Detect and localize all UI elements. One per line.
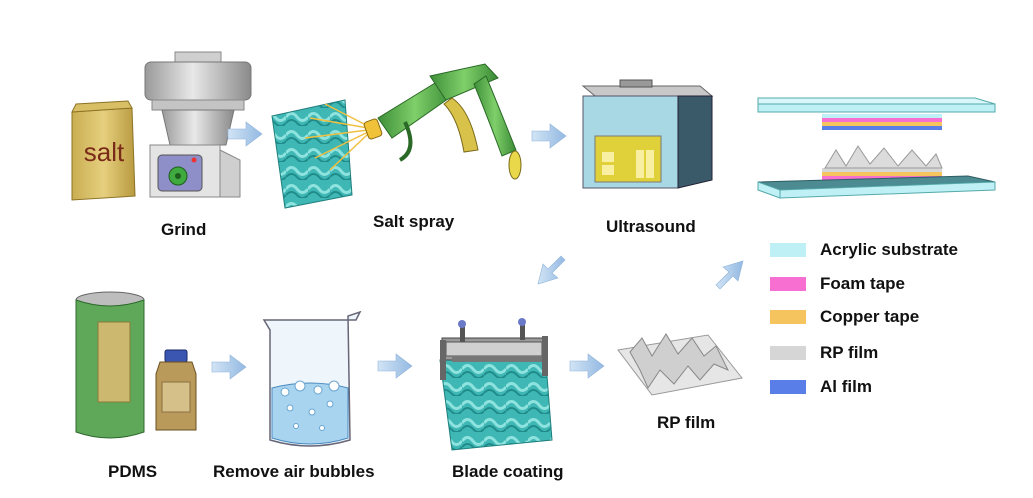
spray-gun-illustration — [363, 63, 522, 180]
arrow-beaker-to-blade — [377, 353, 413, 379]
legend-label: Copper tape — [820, 307, 920, 326]
arrow-spray-to-ultrasound — [531, 123, 567, 149]
legend-swatch — [770, 243, 806, 257]
label-salt-spray: Salt spray — [373, 212, 455, 231]
arrow-blade-to-rpfilm — [569, 353, 605, 379]
arrow-rpfilm-to-device — [715, 260, 744, 290]
air-bubbles — [280, 380, 340, 431]
label-remove-air-bubbles: Remove air bubbles — [213, 462, 375, 481]
legend-item-acrylic-substrate: Acrylic substrate — [770, 240, 958, 260]
rp-film-illustration — [617, 333, 743, 396]
label-blade-coating: Blade coating — [452, 462, 564, 481]
blade-coater-illustration — [439, 318, 553, 451]
flow-arrows — [211, 121, 744, 380]
label-grind: Grind — [161, 220, 207, 239]
arrow-ultrasound-to-blade — [537, 255, 566, 285]
legend-item-copper-tape: Copper tape — [770, 307, 919, 327]
sprayed-surface-illustration — [271, 99, 353, 209]
legend-label: Al film — [820, 377, 872, 396]
label-pdms: PDMS — [108, 462, 158, 481]
legend-item-rp-film: RP film — [770, 343, 878, 363]
ultrasound-bath-illustration — [581, 79, 714, 189]
legend-swatch — [770, 380, 806, 394]
legend-label: Foam tape — [820, 274, 906, 293]
legend-swatch — [770, 346, 806, 360]
legend-item-al-film: Al film — [770, 377, 872, 397]
label-rp-film: RP film — [657, 413, 716, 432]
arrow-pdms-to-beaker — [211, 354, 247, 380]
salt-bag-illustration: salt — [71, 100, 136, 201]
label-ultrasound: Ultrasound — [606, 217, 696, 236]
legend-label: Acrylic substrate — [820, 240, 958, 259]
legend-label: RP film — [820, 343, 879, 362]
pdms-bottle-illustration — [155, 349, 197, 431]
legend-swatch — [770, 310, 806, 324]
pdms-container-illustration — [75, 291, 145, 439]
grinder-illustration — [144, 51, 252, 198]
salt-bag-text: salt — [84, 137, 125, 167]
spray-particles — [304, 103, 369, 171]
legend-swatch — [770, 277, 806, 291]
arrow-grind-to-spray — [227, 121, 263, 147]
device-assembly-illustration — [757, 97, 996, 199]
legend-item-foam-tape: Foam tape — [770, 274, 905, 294]
beaker-illustration — [262, 310, 362, 447]
